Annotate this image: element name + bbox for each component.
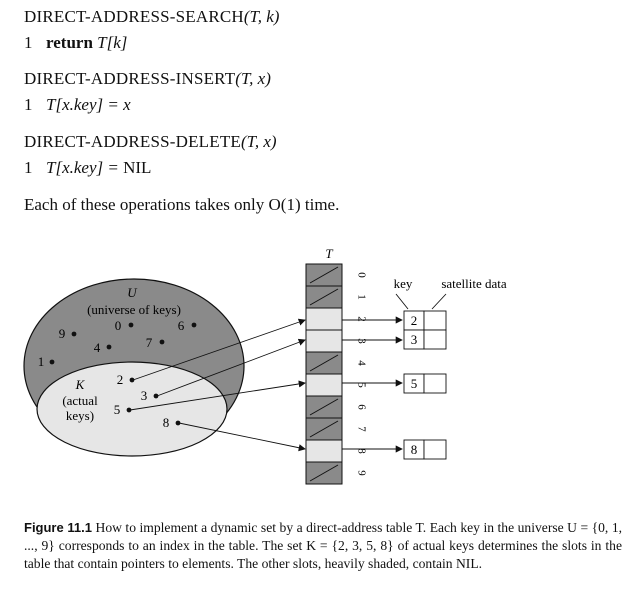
actual-key-2: 2 <box>117 372 135 387</box>
element-key-header: key <box>394 276 413 291</box>
slot-index-5: 5 <box>355 382 367 388</box>
slot-index-6: 6 <box>355 404 367 410</box>
key-2-to-slot-arrow <box>132 318 306 381</box>
line-number: 1 <box>24 158 33 177</box>
slot-index-7: 7 <box>355 426 367 432</box>
svg-text:7: 7 <box>146 335 153 350</box>
delete-procedure-line: 1 T[x.key] = NIL <box>24 158 151 178</box>
svg-text:2: 2 <box>117 372 124 387</box>
line-number: 1 <box>24 95 33 114</box>
search-procedure-header: DIRECT-ADDRESS-SEARCH(T, k) <box>24 7 279 27</box>
slot-index-labels: 0 1 2 3 4 5 6 7 8 9 <box>355 272 367 476</box>
actual-key-3: 3 <box>141 388 159 403</box>
universe-key-4: 4 <box>94 340 112 355</box>
table-slot-6 <box>305 395 343 419</box>
element-2: 2 <box>403 310 447 331</box>
actual-keys-ellipse <box>36 361 228 457</box>
table-slot-7 <box>305 417 343 441</box>
insert-procedure-args: (T, x) <box>235 69 271 88</box>
svg-text:8: 8 <box>411 442 418 457</box>
svg-text:1: 1 <box>38 354 45 369</box>
table-slot-4 <box>305 351 343 375</box>
table-slot-1 <box>305 285 343 309</box>
slot-index-9: 9 <box>355 470 367 476</box>
table-slot-2 <box>305 307 343 331</box>
search-procedure-args: (T, k) <box>243 7 280 26</box>
delete-procedure-name: DIRECT-ADDRESS-DELETE <box>24 132 242 151</box>
figure-caption: Figure 11.1 How to implement a dynamic s… <box>24 519 622 573</box>
actual-key-5: 5 <box>114 402 132 417</box>
table-label: T <box>325 246 333 261</box>
insert-procedure-header: DIRECT-ADDRESS-INSERT(T, x) <box>24 69 271 89</box>
insert-procedure-line: 1 T[x.key] = x <box>24 95 131 115</box>
key-3-to-slot-arrow <box>156 338 306 397</box>
slot-index-8: 8 <box>355 448 367 454</box>
universe-key-1: 1 <box>38 354 55 369</box>
slot-index-0: 0 <box>355 272 367 278</box>
universe-caption: (universe of keys) <box>87 302 181 317</box>
table-slot-9 <box>305 461 343 485</box>
actual-keys-caption-line1: (actual <box>62 393 98 408</box>
slot-index-3: 3 <box>355 338 367 344</box>
return-keyword: return <box>46 33 93 52</box>
search-procedure-line: 1 return T[k] <box>24 33 127 53</box>
universe-key-0: 0 <box>115 318 134 333</box>
table-slot-8 <box>305 439 343 463</box>
svg-text:3: 3 <box>411 332 418 347</box>
slot-index-4: 4 <box>355 360 367 366</box>
search-procedure-name: DIRECT-ADDRESS-SEARCH <box>24 7 244 26</box>
svg-text:5: 5 <box>411 376 418 391</box>
figure-caption-text: How to implement a dynamic set by a dire… <box>24 520 623 571</box>
nil-constant: NIL <box>123 158 152 177</box>
universe-label: U <box>127 285 138 300</box>
delete-procedure-args: (T, x) <box>241 132 277 151</box>
actual-key-8: 8 <box>163 415 181 430</box>
summary-text: Each of these operations takes only O(1)… <box>24 195 340 214</box>
element-8: 8 <box>403 439 447 460</box>
line-number: 1 <box>24 33 33 52</box>
table-slot-3 <box>305 329 343 353</box>
element-3: 3 <box>403 329 447 350</box>
table-slot-5 <box>305 373 343 397</box>
universe-key-9: 9 <box>59 326 77 341</box>
slot-index-2: 2 <box>355 316 367 322</box>
insert-body: T[x.key] = x <box>46 95 131 114</box>
svg-text:8: 8 <box>163 415 170 430</box>
key-5-to-slot-arrow <box>129 380 306 411</box>
actual-keys-caption-line2: keys) <box>66 408 94 423</box>
delete-procedure-header: DIRECT-ADDRESS-DELETE(T, x) <box>24 132 277 152</box>
figure-caption-label: Figure 11.1 <box>24 520 93 535</box>
svg-text:6: 6 <box>178 318 185 333</box>
slot-index-1: 1 <box>355 294 367 300</box>
svg-text:3: 3 <box>141 388 148 403</box>
direct-address-table <box>305 263 343 485</box>
svg-text:9: 9 <box>59 326 66 341</box>
key-8-to-slot-arrow <box>178 422 306 452</box>
svg-text:2: 2 <box>411 313 418 328</box>
element-satellite-header: satellite data <box>441 276 507 291</box>
universe-key-7: 7 <box>146 335 165 350</box>
svg-text:0: 0 <box>115 318 122 333</box>
table-slot-0 <box>305 263 343 287</box>
actual-keys-label: K <box>75 377 86 392</box>
search-body: T[k] <box>97 33 128 52</box>
insert-procedure-name: DIRECT-ADDRESS-INSERT <box>24 69 236 88</box>
element-5: 5 <box>403 373 447 394</box>
svg-text:5: 5 <box>114 402 121 417</box>
svg-text:4: 4 <box>94 340 101 355</box>
delete-body: T[x.key] = <box>46 158 124 177</box>
universe-key-6: 6 <box>178 318 197 333</box>
